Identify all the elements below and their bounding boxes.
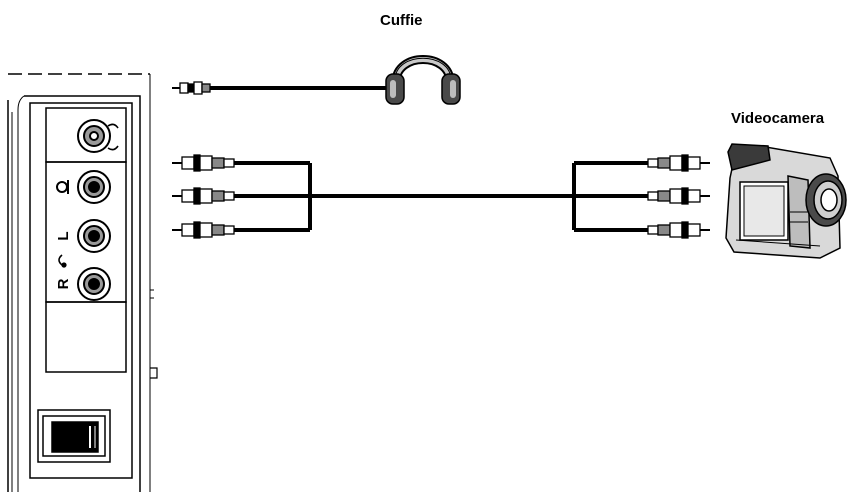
camcorder-label: Videocamera: [731, 110, 825, 127]
headphone-plug-icon: [172, 81, 211, 95]
audio-left-jack: [77, 219, 111, 253]
rca-plug-left-2: [172, 187, 235, 205]
rca-plug-right-3: [647, 221, 710, 239]
tv-side-panel: [7, 73, 158, 492]
av-cable: [234, 161, 648, 232]
audio-note-icon: [58, 254, 67, 268]
headphones-icon: [385, 55, 461, 105]
audio-right-label: R: [55, 278, 72, 289]
headphone-jack: [77, 119, 119, 153]
video-symbol-icon: [56, 180, 69, 194]
rca-plug-right-2: [647, 187, 710, 205]
power-switch: [37, 409, 111, 463]
audio-right-jack: [77, 267, 111, 301]
rca-plug-right-1: [647, 154, 710, 172]
headphone-cable: [172, 81, 388, 95]
audio-left-label: L: [55, 231, 72, 240]
camcorder-icon: [725, 143, 847, 259]
rca-plug-left-1: [172, 154, 235, 172]
rca-plug-left-3: [172, 221, 235, 239]
video-jack: [77, 170, 111, 204]
headphones-label: Cuffie: [380, 12, 423, 29]
